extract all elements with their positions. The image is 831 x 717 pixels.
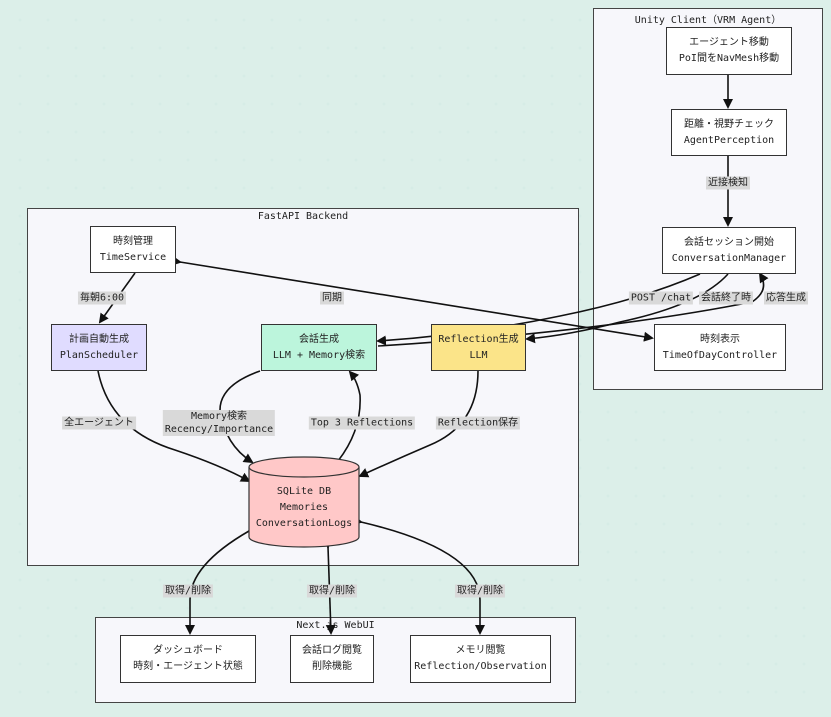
node-agent-move: エージェント移動 PoI間をNavMesh移動 — [666, 27, 792, 75]
node-conversation-gen: 会話生成 LLM + Memory検索 — [261, 324, 377, 371]
edge-conversation-manager-to-conversation-gen — [376, 273, 701, 346]
edge-label-fetch-delete-logs: 取得/削除 — [306, 584, 358, 598]
node-conversation-manager-line1: 会話セッション開始 — [684, 236, 774, 248]
cluster-title-fastapi: FastAPI Backend — [257, 211, 349, 222]
edge-label-fetch-delete-memory: 取得/削除 — [454, 584, 506, 598]
edge-label-every-morning: 毎朝6:00 — [77, 291, 127, 305]
edge-label-memory-search-line1: Memory検索 — [190, 411, 248, 422]
node-reflection-gen-line2: LLM — [469, 349, 488, 361]
node-agent-move-line2: PoI間をNavMesh移動 — [678, 53, 780, 64]
edge-label-sync: 同期 — [320, 291, 344, 305]
node-logs-view-line2: 削除機能 — [312, 661, 352, 672]
edge-reflection-gen-to-sqlite — [358, 370, 479, 478]
node-logs-view: 会話ログ閲覧 削除機能 — [290, 635, 374, 683]
node-time-service: 時刻管理 TimeService — [90, 226, 176, 273]
node-sqlite-line2: Memories — [279, 502, 329, 513]
node-conversation-gen-line1: 会話生成 — [299, 333, 339, 345]
edge-plan-scheduler-to-sqlite — [97, 370, 251, 482]
edge-label-conv-end: 会話終了時 — [699, 291, 753, 305]
node-time-of-day-controller: 時刻表示 TimeOfDayController — [654, 324, 786, 371]
node-perception-line2: AgentPerception — [683, 134, 775, 146]
edge-sqlite-memory-view — [352, 515, 485, 635]
node-conversation-manager-line2: ConversationManager — [671, 252, 787, 264]
node-plan-scheduler-line1: 計画自動生成 — [69, 333, 129, 345]
node-plan-scheduler: 計画自動生成 PlanScheduler — [51, 324, 147, 371]
edge-label-post-chat: POST /chat — [628, 291, 694, 305]
node-memory-view-line1: メモリ閲覧 — [455, 645, 506, 656]
node-reflection-gen-line1: Reflection生成 — [438, 333, 519, 345]
node-sqlite-line3: ConversationLogs — [255, 518, 353, 529]
node-conversation-manager: 会話セッション開始 ConversationManager — [662, 227, 796, 274]
edge-sqlite-to-conversation-gen — [337, 370, 361, 462]
node-reflection-gen: Reflection生成 LLM — [431, 324, 526, 371]
edge-label-all-agents: 全エージェント — [62, 416, 136, 430]
edge-time-service-time-of-day-sync — [171, 255, 654, 342]
node-dashboard-line2: 時刻・エージェント状態 — [133, 661, 243, 672]
node-agent-move-line1: エージェント移動 — [689, 37, 769, 48]
node-sqlite-line1: SQLite DB — [276, 486, 332, 497]
node-memory-view: メモリ閲覧 Reflection/Observation — [410, 635, 551, 683]
node-perception-line1: 距離・視野チェック — [684, 118, 774, 130]
edge-label-memory-search: Memory検索 Recency/Importance — [162, 410, 276, 436]
node-logs-view-line1: 会話ログ閲覧 — [302, 645, 362, 656]
node-time-of-day-line1: 時刻表示 — [700, 333, 740, 345]
sqlite-db-cylinder — [248, 456, 360, 548]
node-time-service-line2: TimeService — [99, 251, 167, 263]
edge-label-reflection-save: Reflection保存 — [435, 416, 521, 430]
node-time-service-line1: 時刻管理 — [113, 235, 153, 247]
node-perception: 距離・視野チェック AgentPerception — [671, 109, 787, 156]
node-plan-scheduler-line2: PlanScheduler — [59, 349, 139, 361]
edge-label-top3: Top 3 Reflections — [308, 416, 416, 430]
edge-sqlite-dashboard — [185, 522, 259, 635]
node-conversation-gen-line2: LLM + Memory検索 — [272, 349, 366, 361]
edge-label-proximity: 近接検知 — [706, 176, 750, 190]
node-dashboard-line1: ダッシュボード — [153, 645, 223, 656]
edge-label-reply-gen: 応答生成 — [764, 291, 808, 305]
edge-label-memory-search-line2: Recency/Importance — [164, 424, 274, 435]
node-sqlite-db: SQLite DB Memories ConversationLogs — [251, 484, 357, 532]
node-memory-view-line2: Reflection/Observation — [414, 661, 547, 672]
cluster-title-unity: Unity Client（VRM Agent） — [634, 15, 782, 26]
edge-label-fetch-delete-dashboard: 取得/削除 — [162, 584, 214, 598]
node-dashboard: ダッシュボード 時刻・エージェント状態 — [120, 635, 256, 683]
node-time-of-day-line2: TimeOfDayController — [662, 349, 778, 361]
